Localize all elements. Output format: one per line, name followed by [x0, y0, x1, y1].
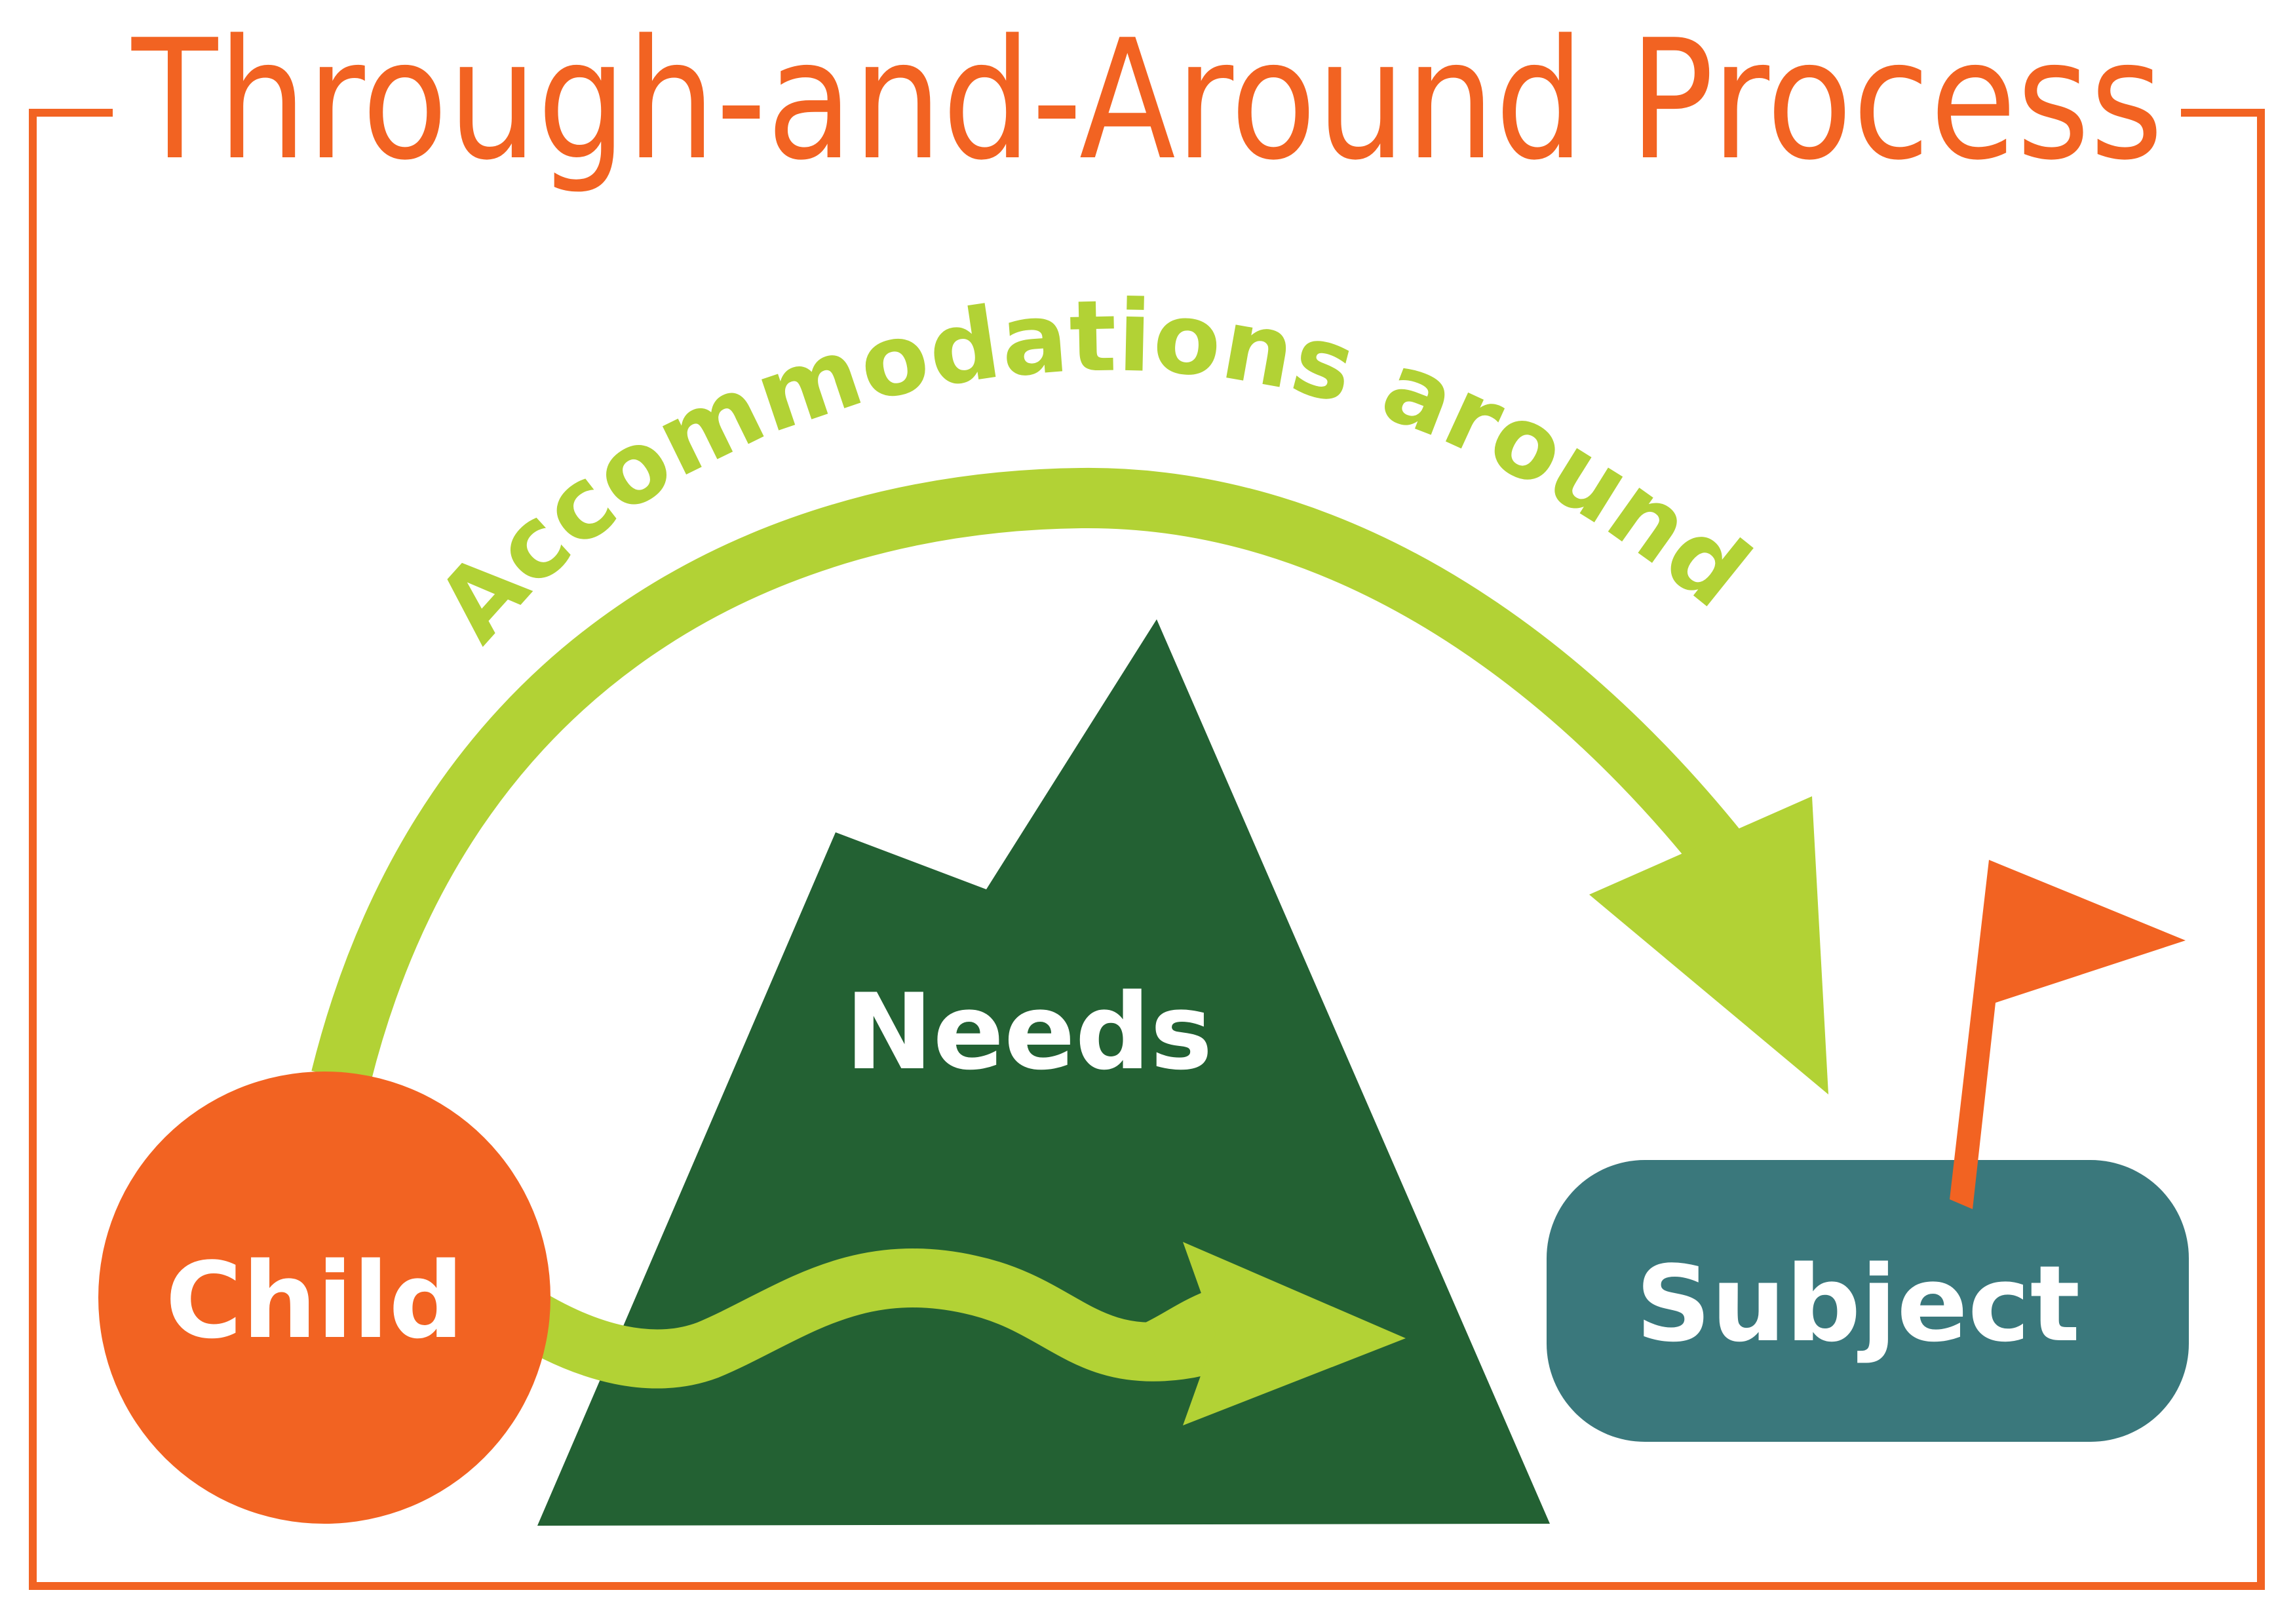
needs-label: Needs	[845, 971, 1213, 1093]
around-arc-arrow-body	[311, 467, 1807, 1086]
child-node	[98, 1072, 550, 1524]
frame-border	[29, 109, 2265, 1590]
flag-icon	[1950, 860, 2186, 1209]
diagram-title: Through-and-Around Process	[131, 5, 2163, 197]
child-label: Child	[165, 1239, 464, 1362]
subject-node	[1547, 1160, 2189, 1442]
around-arc-arrowhead	[1589, 796, 1828, 1094]
through-wavy-arrowhead	[1183, 1242, 1406, 1425]
subject-label: Subject	[1636, 1243, 2080, 1365]
